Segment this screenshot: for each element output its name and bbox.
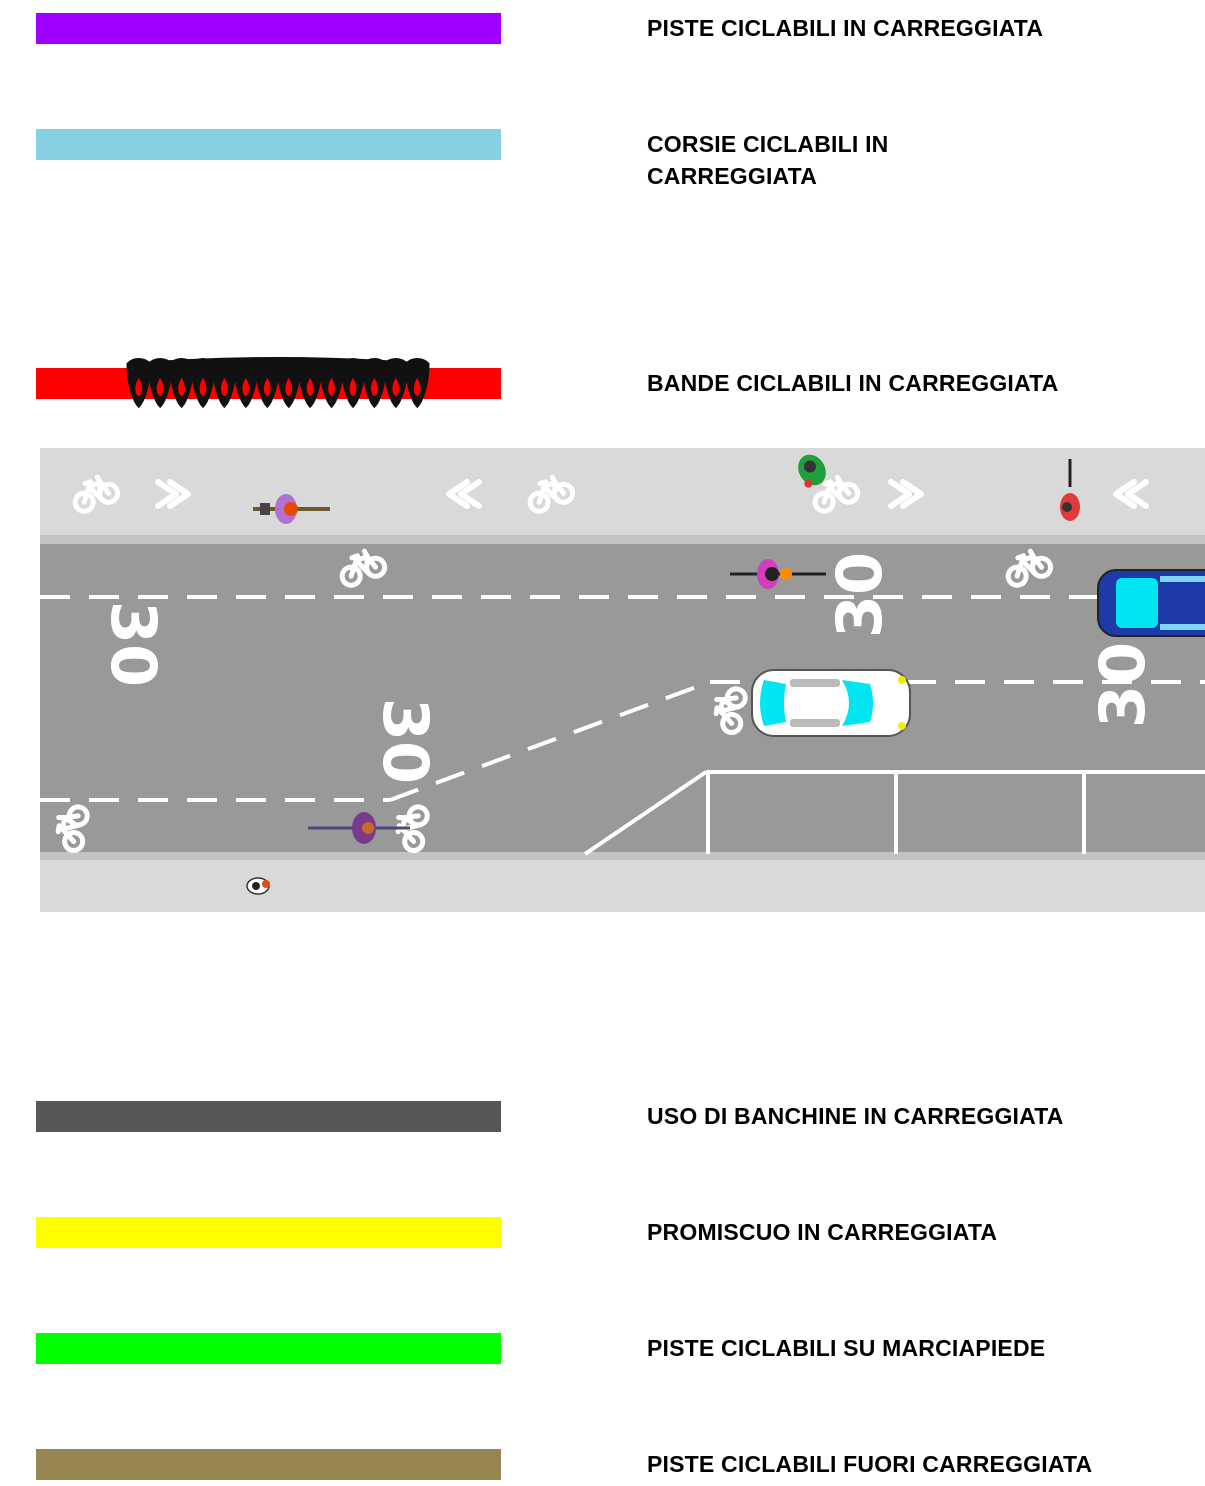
legend-label-piste-fuori: PISTE CICLABILI FUORI CARREGGIATA [647, 1451, 1093, 1477]
legend-label-piste-marciapiede: PISTE CICLABILI SU MARCIAPIEDE [647, 1335, 1046, 1361]
legend-label-bande-carreggiata: BANDE CICLABILI IN CARREGGIATA [647, 370, 1059, 396]
curb-bottom [40, 852, 1205, 861]
speed-marking: 30 [97, 601, 170, 687]
band-drop [263, 378, 271, 396]
band-drop [178, 378, 185, 396]
curb-top [40, 535, 1205, 544]
legend-swatch-piste-fuori [36, 1449, 501, 1480]
car-icon [1097, 569, 1205, 637]
legend-swatch-piste-marciapiede [36, 1333, 501, 1364]
lane-dash-diagonal [389, 680, 711, 802]
speed-marking: 30 [1086, 642, 1159, 728]
band-drop [349, 378, 357, 396]
legend-swatch-corsie-carreggiata [36, 129, 501, 160]
band-drop [285, 378, 293, 396]
sidewalk-bottom [40, 860, 1205, 912]
car-icon [751, 669, 911, 737]
speed-marking: 30 [823, 552, 896, 638]
legend-label-banchine: USO DI BANCHINE IN CARREGGIATA [647, 1103, 1064, 1129]
cyclist-icon [730, 559, 826, 589]
road-illustration: 30 30 30 30 [40, 448, 1205, 912]
pedestrian-icon [1060, 459, 1080, 521]
speed-marking: 30 [369, 698, 442, 784]
band-drop [221, 378, 228, 396]
cyclist-icon [253, 494, 330, 524]
parking-bays [583, 770, 1205, 856]
legend-swatch-promiscuo [36, 1217, 501, 1248]
pedestrian-icon [246, 877, 270, 895]
roadway [40, 544, 1205, 854]
band-drop [371, 378, 378, 396]
band-texture-pattern [126, 357, 430, 409]
band-drop [392, 378, 400, 396]
band-drop [413, 378, 421, 396]
sidewalk-top [40, 448, 1205, 537]
band-knot-edge [127, 357, 428, 369]
band-drop [242, 378, 250, 396]
legend-label-promiscuo: PROMISCUO IN CARREGGIATA [647, 1219, 998, 1245]
legend-swatch-piste-carreggiata [36, 13, 501, 44]
band-drop [135, 378, 143, 396]
band-drop [306, 378, 314, 396]
cyclist-icon [308, 812, 410, 844]
band-drop [199, 378, 207, 396]
band-drop [156, 378, 164, 396]
legend-swatch-banchine [36, 1101, 501, 1132]
band-drop [328, 378, 335, 396]
legend-label-corsie-carreggiata: CORSIE CICLABILI IN CARREGGIATA [647, 131, 889, 189]
legend-label-piste-carreggiata: PISTE CICLABILI IN CARREGGIATA [647, 15, 1044, 41]
pedestrian-icon [798, 454, 826, 488]
